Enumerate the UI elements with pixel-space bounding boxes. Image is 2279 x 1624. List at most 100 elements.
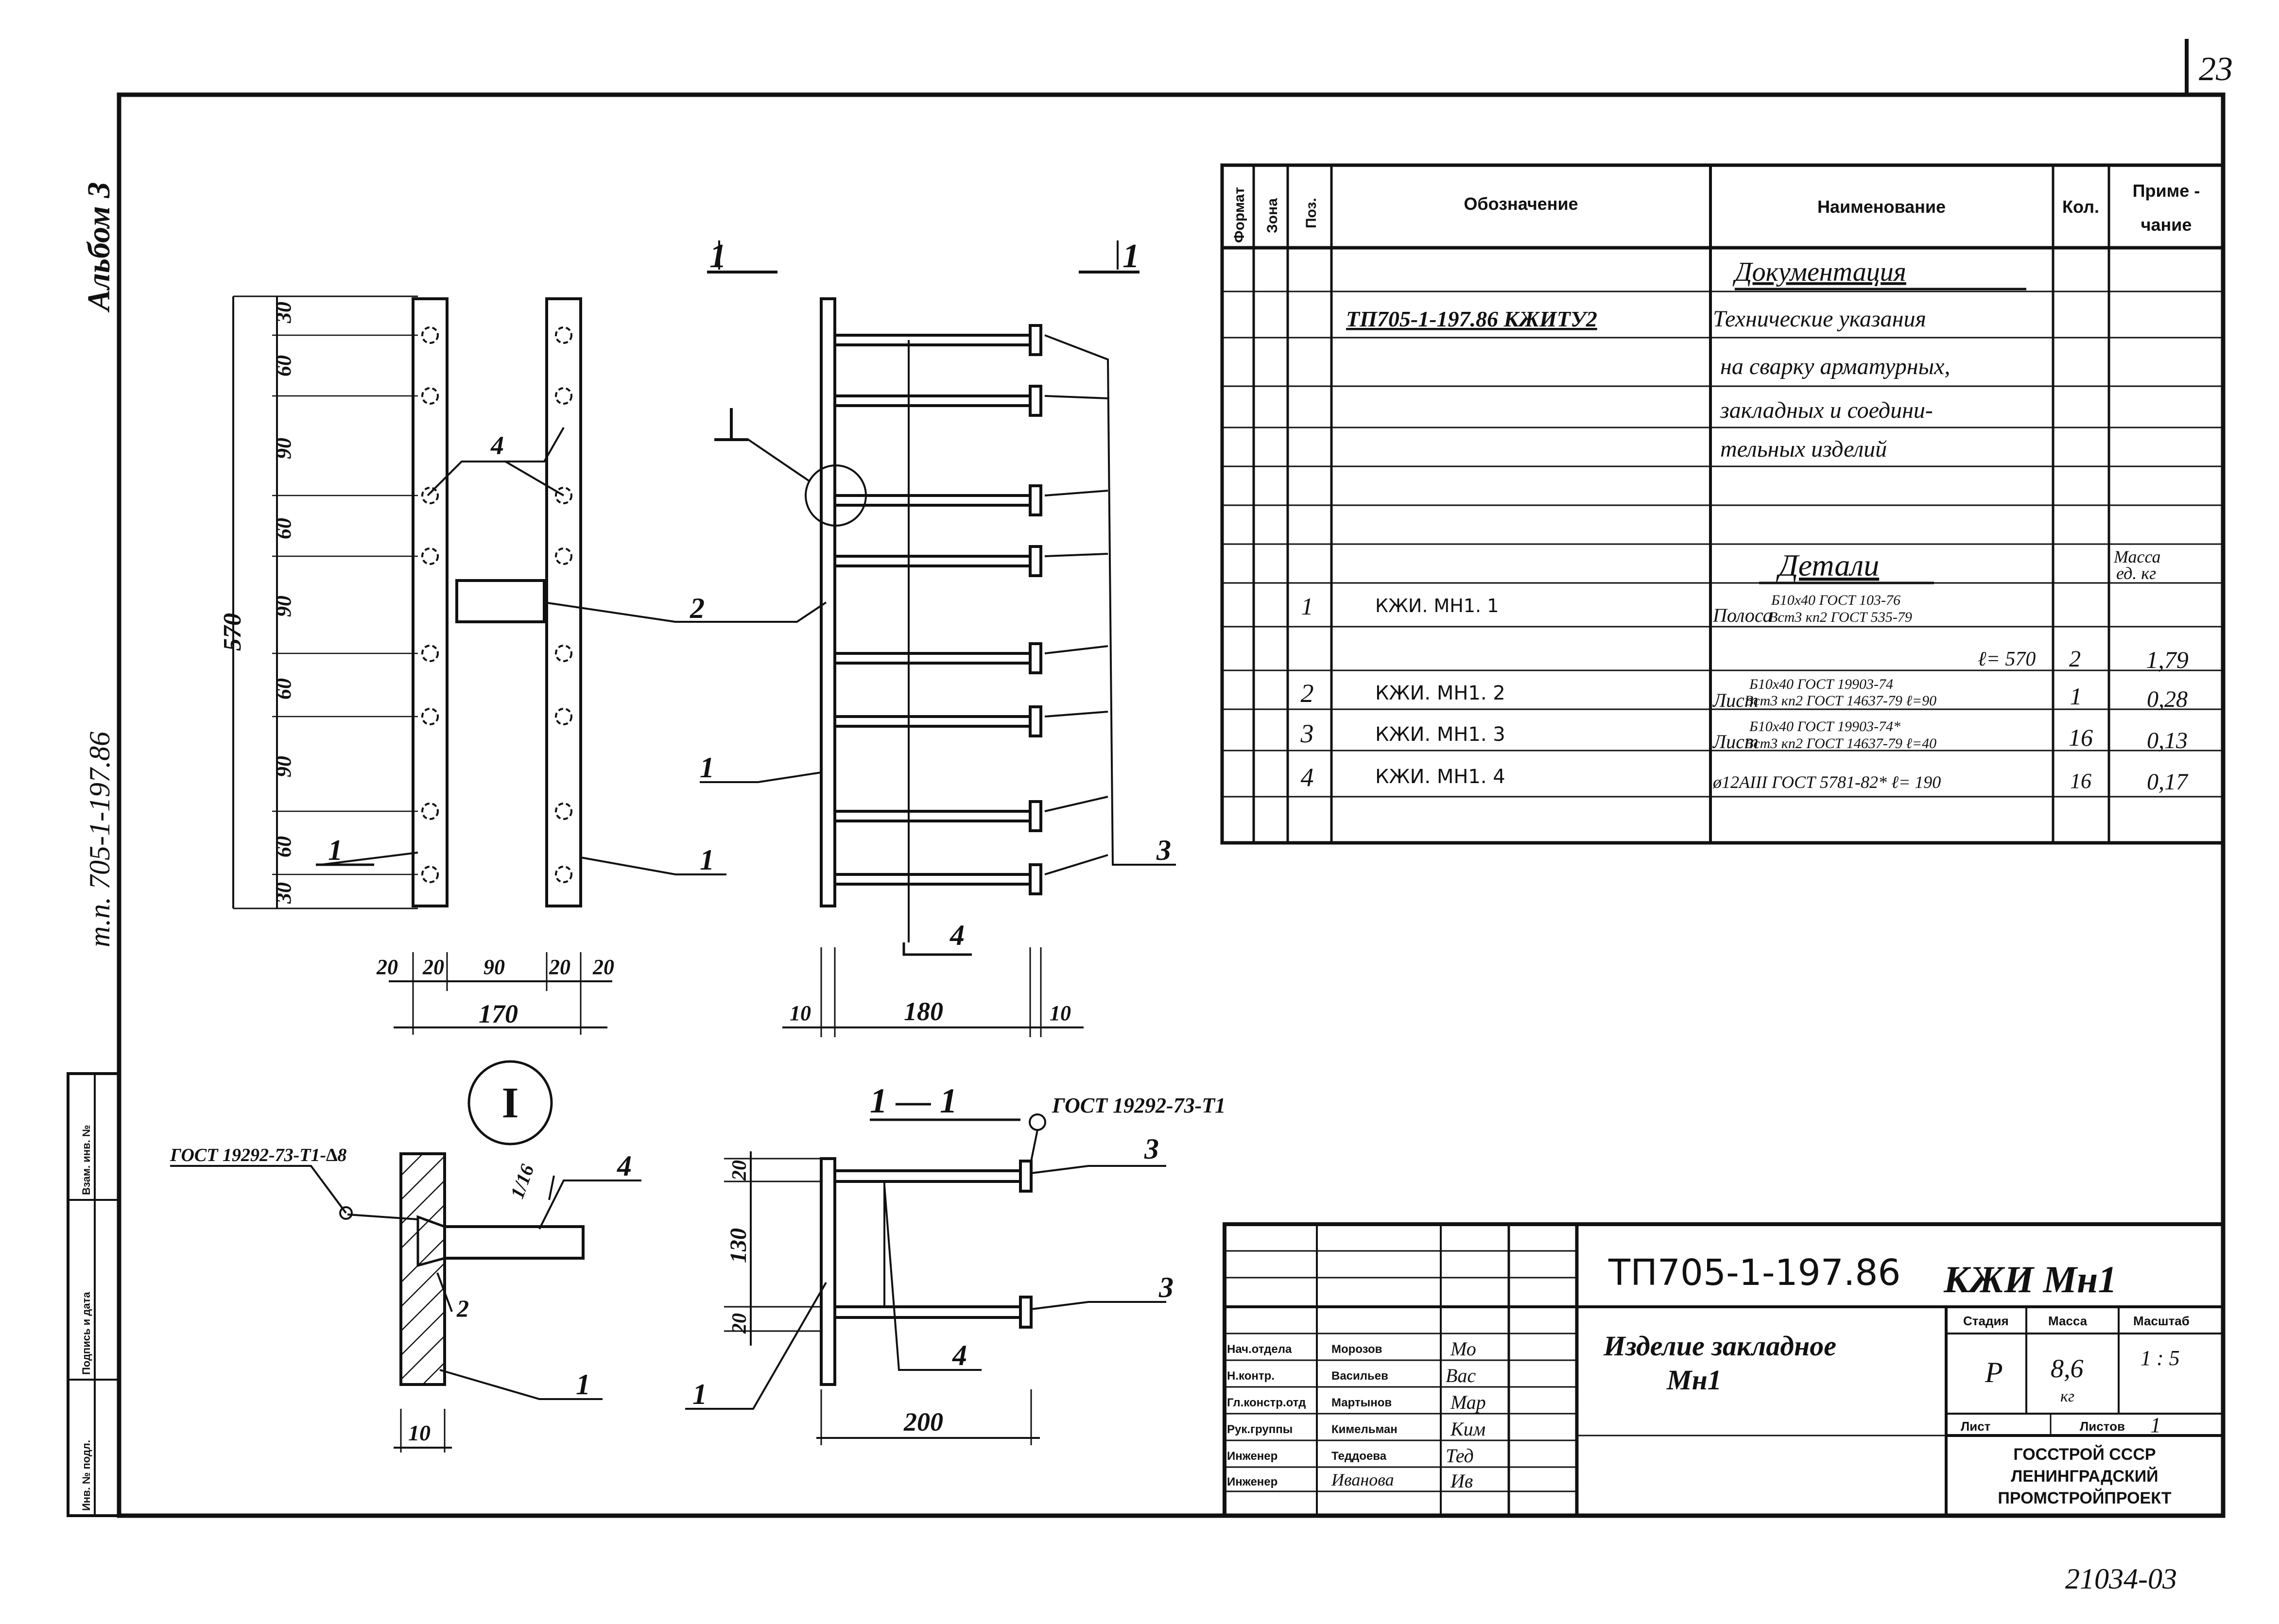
node-label: I [501, 1079, 518, 1127]
doc-name-line-4: тельных изделий [1720, 436, 1887, 462]
item-name: Изделие закладное [1603, 1330, 1836, 1362]
row-1-name-top: Б10х40 ГОСТ 103-76 [1771, 592, 1900, 608]
front-view-labels: 570 30 60 90 60 90 60 90 60 30 20 20 90 … [219, 302, 714, 1028]
pos-label-4a: 4 [950, 919, 965, 951]
header-name: Наименование [1817, 197, 1946, 217]
role-6: Инженер [1227, 1475, 1278, 1488]
row-4-designation: КЖИ. МН1. 4 [1375, 766, 1505, 788]
dim-sec-v-2: 130 [725, 1228, 751, 1263]
dim-side-2: 180 [904, 997, 943, 1026]
connecting-plate [455, 579, 546, 623]
header-note-2: чание [2141, 215, 2192, 235]
stamp-replace-label: Взам. инв. № [80, 1125, 92, 1195]
pos-label-2b: 2 [456, 1295, 469, 1322]
pos-label-1e: 1 [692, 1378, 707, 1410]
sheets-label: Листов [2080, 1419, 2125, 1434]
pos-label-3b: 3 [1144, 1133, 1159, 1165]
row-4-pos: 4 [1301, 763, 1314, 792]
dim-overall: 570 [219, 613, 246, 651]
dim-chain-9: 30 [272, 882, 295, 904]
row-3-pos: 3 [1300, 719, 1314, 748]
dim-bottom-3: 90 [483, 955, 505, 979]
row-2-qty: 1 [2070, 683, 2082, 710]
row-2-name-bottom: Вст3 кп2 ГОСТ 14637-79 ℓ=90 [1744, 693, 1936, 709]
sheet-label: Лист [1961, 1419, 1991, 1434]
section-view [685, 1113, 1166, 1445]
dim-node-thick: 10 [408, 1420, 431, 1445]
dim-chain-1: 30 [272, 302, 295, 324]
person-4: Кимельман [1331, 1423, 1398, 1436]
row-2-mass: 0,28 [2147, 686, 2188, 712]
section-mark-left: 1 [709, 238, 726, 275]
pos-label-2a: 2 [690, 592, 705, 624]
pos-label-1c: 1 [700, 752, 714, 784]
role-5: Инженер [1227, 1450, 1278, 1463]
pos-label-4c: 4 [952, 1339, 967, 1371]
pos-label-1b: 1 [700, 844, 714, 876]
signature-4: Ким [1450, 1418, 1485, 1440]
row-3-name-top: Б10х40 ГОСТ 19903-74* [1749, 718, 1900, 735]
header-zone: Зона [1264, 198, 1280, 233]
specification-table [1220, 163, 2225, 845]
doc-name-line-3: закладных и соедини- [1720, 397, 1933, 423]
dim-bottom-5: 20 [592, 955, 614, 979]
item-mark: Мн1 [1666, 1364, 1722, 1396]
org-line-1: ГОССТРОЙ СССР [2013, 1445, 2156, 1464]
header-designation: Обозначение [1464, 194, 1578, 214]
signature-3: Мар [1450, 1391, 1486, 1413]
archive-number: 21034-03 [2065, 1563, 2177, 1595]
sheet-number: 23 [2199, 51, 2233, 88]
dim-section-width: 200 [903, 1407, 943, 1436]
node-detail [170, 1060, 641, 1453]
mass-header-2: ед. кг [2116, 564, 2156, 583]
org-line-3: ПРОМСТРОЙПРОЕКТ [1998, 1488, 2171, 1507]
section-parts: Детали [1776, 548, 1879, 582]
row-1-name-prefix: Полоса [1712, 604, 1773, 626]
dim-side-1: 10 [790, 1001, 811, 1025]
album-label: Альбом 3 [81, 182, 117, 313]
mass-header-1: Масса [2113, 547, 2161, 566]
signature-5: Тед [1446, 1445, 1474, 1467]
dim-width: 170 [479, 999, 518, 1028]
side-view-labels: 1 1 4 1 3 10 180 10 [700, 238, 1171, 1026]
weld-note-top: ГОСТ 19292-73-Т1 [1052, 1094, 1226, 1117]
org-line-2: ЛЕНИНГРАДСКИЙ [2011, 1467, 2158, 1486]
side-code: т.п. 705-1-197.86 [84, 732, 116, 947]
dim-chain-8: 60 [272, 836, 295, 857]
dim-chain-2: 60 [272, 355, 295, 376]
doc-name-line-2: на сварку арматурных, [1720, 354, 1950, 379]
dim-chain-6: 60 [272, 678, 295, 700]
row-3-name-bottom: Вст3 кп2 ГОСТ 14637-79 ℓ=40 [1744, 735, 1936, 752]
role-4: Рук.группы [1227, 1423, 1293, 1436]
pos-label-4b: 4 [617, 1150, 632, 1182]
dim-bottom-2: 20 [422, 955, 444, 979]
stamp-sign-label: Подпись и дата [80, 1292, 92, 1375]
scale-value: 1 : 5 [2141, 1346, 2180, 1370]
mass-header: Масса [2048, 1314, 2088, 1328]
title-block-text: ТП705-1-197.86 КЖИ Мн1 Изделие закладное… [1227, 1252, 2190, 1507]
person-1: Морозов [1331, 1343, 1382, 1356]
row-1-mass: 1,79 [2146, 646, 2189, 673]
strip-left [412, 297, 449, 907]
doc-code: ТП705-1-197.86 [1608, 1252, 1901, 1294]
role-2: Н.контр. [1227, 1369, 1275, 1383]
mass-unit: кг [2060, 1387, 2074, 1405]
section-mark-right: 1 [1122, 238, 1140, 275]
row-3-qty: 16 [2069, 724, 2093, 751]
leader-4-label: 4 [490, 431, 504, 460]
section-labels: 1 — 1 ГОСТ 19292-73-Т1 3 3 4 1 20 130 20… [692, 1081, 1226, 1436]
spec-headers: Формат Зона Поз. Обозначение Наименовани… [1231, 181, 2200, 243]
stage-header: Стадия [1963, 1314, 2009, 1328]
stamp-inv-label: Инв. № подл. [80, 1440, 92, 1511]
doc-designation: ТП705-1-197.86 КЖИТУ2 [1346, 307, 1597, 331]
row-4-mass: 0,17 [2147, 769, 2189, 795]
person-5: Теддоева [1331, 1450, 1387, 1463]
dim-chain-5: 90 [272, 596, 295, 617]
dim-side-3: 10 [1050, 1001, 1071, 1025]
scale-header: Масштаб [2133, 1314, 2190, 1328]
row-2-name-prefix: Лист [1712, 689, 1759, 711]
pos-label-1a: 1 [328, 834, 343, 866]
pos-label-1d: 1 [576, 1368, 590, 1401]
side-stamp: Инв. № подл. Подпись и дата Взам. инв. № [67, 1072, 121, 1517]
dim-bottom-4: 20 [549, 955, 570, 979]
